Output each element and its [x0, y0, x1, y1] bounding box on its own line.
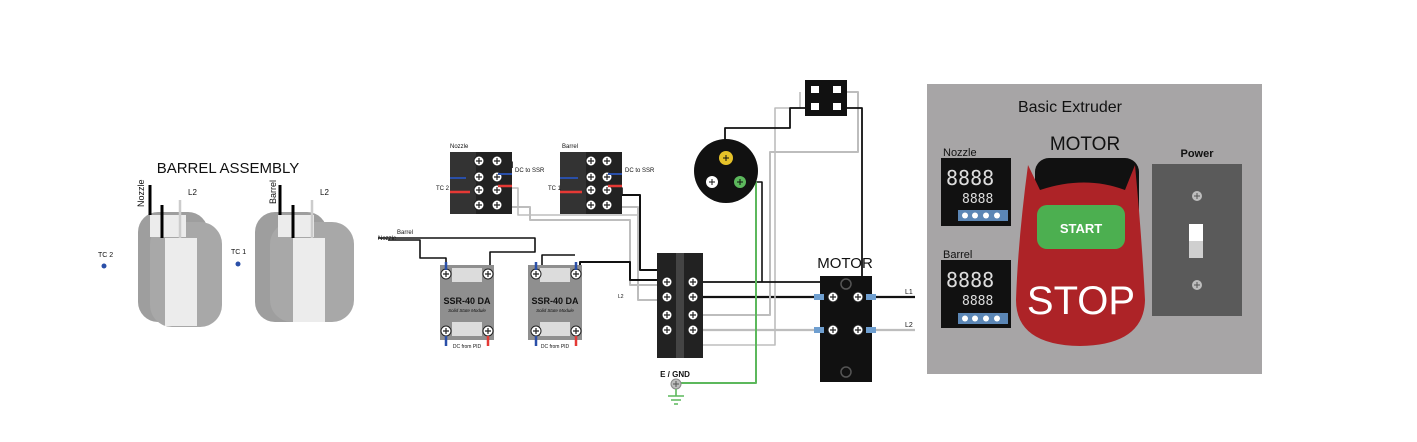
- motor-l1: L1: [905, 289, 913, 296]
- panel-barrel-label: Barrel: [943, 249, 972, 261]
- barrel-assembly: BARREL ASSEMBLY Nozzle L2 TC 2 Barrel: [98, 160, 354, 327]
- heater-nozzle-l2: L2: [188, 188, 197, 197]
- ssr-1-sub: Solid State Module: [448, 308, 486, 313]
- ground-symbol-icon: [668, 389, 684, 405]
- ssr-module-2: SSR-40 DA Solid State Module DC from PID: [528, 262, 582, 350]
- heater-barrel-l2: L2: [320, 188, 329, 197]
- panel-nozzle-label: Nozzle: [943, 147, 977, 159]
- nozzle-pid-display: Nozzle 8888 8888: [941, 147, 1011, 226]
- barrel-assembly-title: BARREL ASSEMBLY: [157, 160, 300, 177]
- start-button[interactable]: [1037, 205, 1125, 249]
- heater-barrel: Barrel L2 TC 1: [231, 180, 354, 322]
- wire-label-nozzle: Nozzle: [378, 236, 397, 242]
- potentiometer: [694, 139, 758, 203]
- pid-nozzle-tc: TC 2: [436, 186, 450, 192]
- pid-nozzle-label: Nozzle: [450, 144, 469, 150]
- pid-barrel-dc: DC to SSR: [625, 168, 655, 174]
- control-panel: Basic Extruder Nozzle 8888 8888 Barrel 8…: [927, 84, 1262, 374]
- pid-barrel-label: Barrel: [562, 144, 578, 150]
- tc2-label: TC 2: [98, 252, 113, 259]
- panel-power-label: Power: [1180, 148, 1214, 160]
- wire-label-l2-small: L2: [618, 294, 624, 300]
- ssr-2-name: SSR-40 DA: [531, 296, 579, 306]
- heater-nozzle: Nozzle L2 TC 2: [98, 179, 222, 327]
- motor-terminal: MOTOR L1 L2: [814, 255, 913, 382]
- pid-barrel: Barrel TC 1 DC to SSR: [548, 144, 655, 214]
- nozzle-display-bottom: 8888: [962, 192, 993, 207]
- tc1-point: [235, 261, 241, 267]
- panel-title: Basic Extruder: [1018, 99, 1123, 116]
- start-label: START: [1060, 221, 1102, 236]
- ground-label: E / GND: [660, 370, 690, 379]
- barrel-pid-display: Barrel 8888 8888: [941, 249, 1011, 328]
- speed-switch: [805, 80, 847, 116]
- ground: E / GND: [660, 370, 690, 405]
- barrel-display-bottom: 8888: [962, 294, 993, 309]
- terminal-block: [657, 253, 703, 358]
- pid-nozzle-dc: DC to SSR: [515, 168, 545, 174]
- wire-label-barrel: Barrel: [397, 230, 413, 236]
- heater-nozzle-label: Nozzle: [136, 179, 146, 207]
- heater-barrel-label: Barrel: [268, 180, 278, 204]
- tc1-label: TC 1: [231, 249, 246, 256]
- motor-l2: L2: [905, 322, 913, 329]
- ssr-2-dc: DC from PID: [541, 344, 570, 350]
- ssr-1-name: SSR-40 DA: [443, 296, 491, 306]
- ssr-module-1: SSR-40 DA Solid State Module DC from PID: [440, 262, 494, 350]
- ssr-2-sub: Solid State Module: [536, 308, 574, 313]
- nozzle-display-top: 8888: [946, 166, 994, 190]
- motor-title: MOTOR: [817, 255, 873, 272]
- panel-motor-label: MOTOR: [1050, 134, 1120, 155]
- stop-label: STOP: [1027, 279, 1135, 323]
- ssr-1-dc: DC from PID: [453, 344, 482, 350]
- pid-barrel-tc: TC 1: [548, 186, 562, 192]
- tc2-point: [101, 263, 107, 269]
- barrel-display-top: 8888: [946, 268, 994, 292]
- pid-nozzle: Nozzle TC 2 DC to SSR: [436, 144, 545, 214]
